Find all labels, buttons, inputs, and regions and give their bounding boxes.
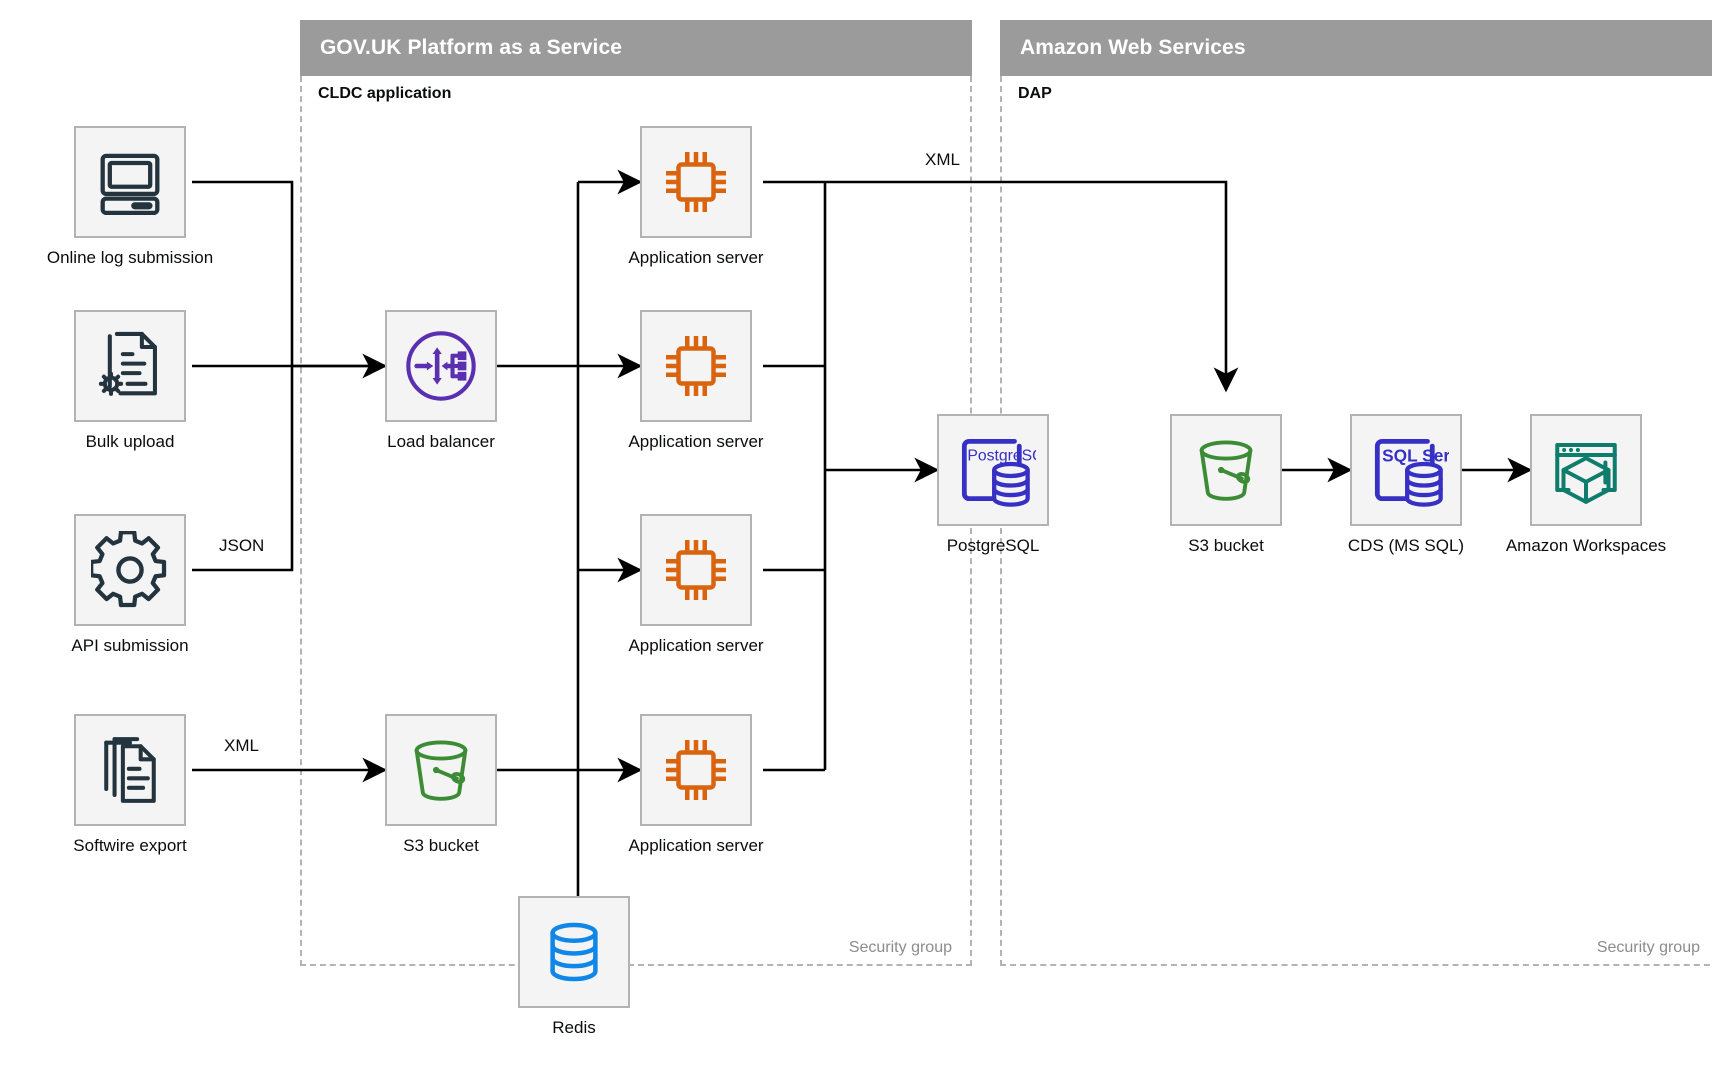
node-softwire-export[interactable]: Softwire export [73, 714, 187, 855]
gear-icon [74, 514, 186, 626]
node-label-postgresql: PostgreSQL [946, 536, 1040, 555]
node-api-submission[interactable]: API submission [71, 514, 189, 655]
postgresql-icon: PostgreSQL [937, 414, 1049, 526]
group-sublabel-cldc-application: CLDC application [318, 85, 452, 102]
node-paas-s3-bucket[interactable]: S3 bucket [385, 714, 497, 855]
desktop-computer-icon [74, 126, 186, 238]
node-label-dap-s3-bucket: S3 bucket [1188, 536, 1264, 555]
cpu-chip-icon [640, 714, 752, 826]
edge-label-xml-dap: XML [925, 150, 960, 169]
node-label-api-submission: API submission [71, 636, 189, 655]
node-label-softwire-export: Softwire export [73, 836, 187, 855]
sql-server-wordmark: SQL Server [1382, 446, 1449, 466]
node-load-balancer[interactable]: Load balancer [385, 310, 497, 451]
node-dap-s3-bucket[interactable]: S3 bucket [1170, 414, 1282, 555]
postgresql-wordmark: PostgreSQL [967, 447, 1036, 464]
documents-stack-icon [74, 714, 186, 826]
node-label-cds-ms-sql: CDS (MS SQL) [1347, 536, 1465, 555]
cpu-chip-icon [640, 126, 752, 238]
edge-label-xml-softwire: XML [224, 736, 259, 755]
node-online-log-submission[interactable]: Online log submission [47, 126, 213, 267]
node-app-server-3[interactable]: Application server [628, 514, 764, 655]
group-sublabel-dap: DAP [1018, 85, 1052, 102]
node-postgresql[interactable]: PostgreSQL PostgreSQL [937, 414, 1049, 555]
node-app-server-2[interactable]: Application server [628, 310, 764, 451]
node-label-app-server-4: Application server [628, 836, 764, 855]
security-group-label-aws: Security group [1596, 939, 1700, 956]
node-label-paas-s3-bucket: S3 bucket [403, 836, 479, 855]
node-app-server-1[interactable]: Application server [628, 126, 764, 267]
node-amazon-workspaces[interactable]: Amazon Workspaces [1506, 414, 1666, 555]
node-cds-ms-sql[interactable]: SQL Server CDS (MS SQL) [1348, 414, 1464, 555]
security-group-label-paas: Security group [848, 939, 952, 956]
node-label-app-server-2: Application server [628, 432, 764, 451]
group-header-aws-title: Amazon Web Services [1020, 36, 1246, 59]
bucket-icon [385, 714, 497, 826]
node-label-app-server-3: Application server [628, 636, 764, 655]
node-label-online-log-submission: Online log submission [46, 248, 214, 267]
node-label-redis: Redis [552, 1018, 596, 1037]
bucket-icon [1170, 414, 1282, 526]
node-bulk-upload[interactable]: Bulk upload [74, 310, 186, 451]
node-redis[interactable]: Redis [518, 896, 630, 1037]
database-cylinder-icon [518, 896, 630, 1008]
node-label-bulk-upload: Bulk upload [85, 432, 175, 451]
sql-server-icon: SQL Server [1350, 414, 1462, 526]
group-header-aws: Amazon Web Services [1000, 20, 1712, 76]
load-balancer-icon [385, 310, 497, 422]
node-app-server-4[interactable]: Application server [628, 714, 764, 855]
edge-label-json: JSON [219, 536, 265, 555]
group-header-paas: GOV.UK Platform as a Service [300, 20, 972, 76]
cpu-chip-icon [640, 514, 752, 626]
node-label-app-server-1: Application server [628, 248, 764, 267]
group-header-paas-title: GOV.UK Platform as a Service [320, 36, 622, 59]
node-label-amazon-workspaces: Amazon Workspaces [1505, 536, 1667, 555]
document-gear-icon [74, 310, 186, 422]
group-body-paas [300, 76, 972, 966]
cpu-chip-icon [640, 310, 752, 422]
workspaces-cube-icon [1530, 414, 1642, 526]
node-label-load-balancer: Load balancer [387, 432, 495, 451]
